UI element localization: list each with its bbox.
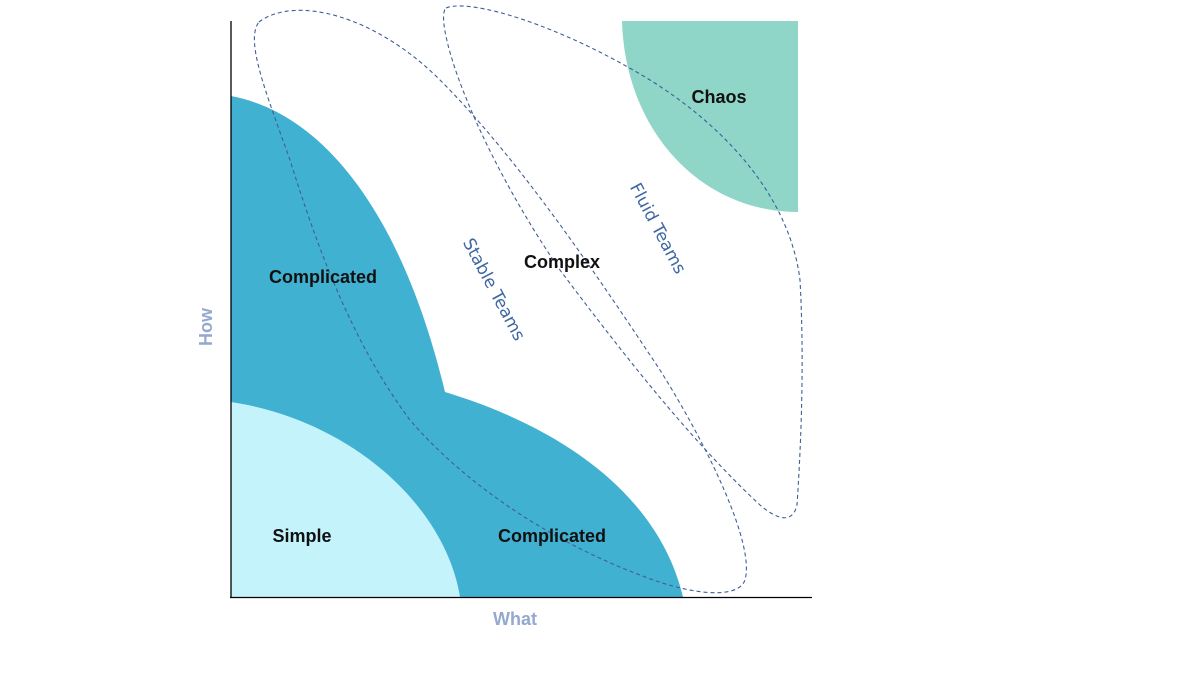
region-label-complicated-upper: Complicated (269, 267, 377, 287)
chaos-region (622, 21, 798, 212)
region-label-complicated-lower: Complicated (498, 526, 606, 546)
simple-region (231, 402, 460, 597)
region-label-chaos: Chaos (691, 87, 746, 107)
region-label-simple: Simple (272, 526, 331, 546)
y-axis-label: How (196, 307, 216, 346)
stable-teams-label: Stable Teams (458, 235, 529, 344)
x-axis-label: What (493, 609, 537, 629)
fluid-teams-outline (443, 5, 803, 519)
region-label-complex: Complex (524, 252, 600, 272)
fluid-teams-label: Fluid Teams (625, 180, 690, 278)
